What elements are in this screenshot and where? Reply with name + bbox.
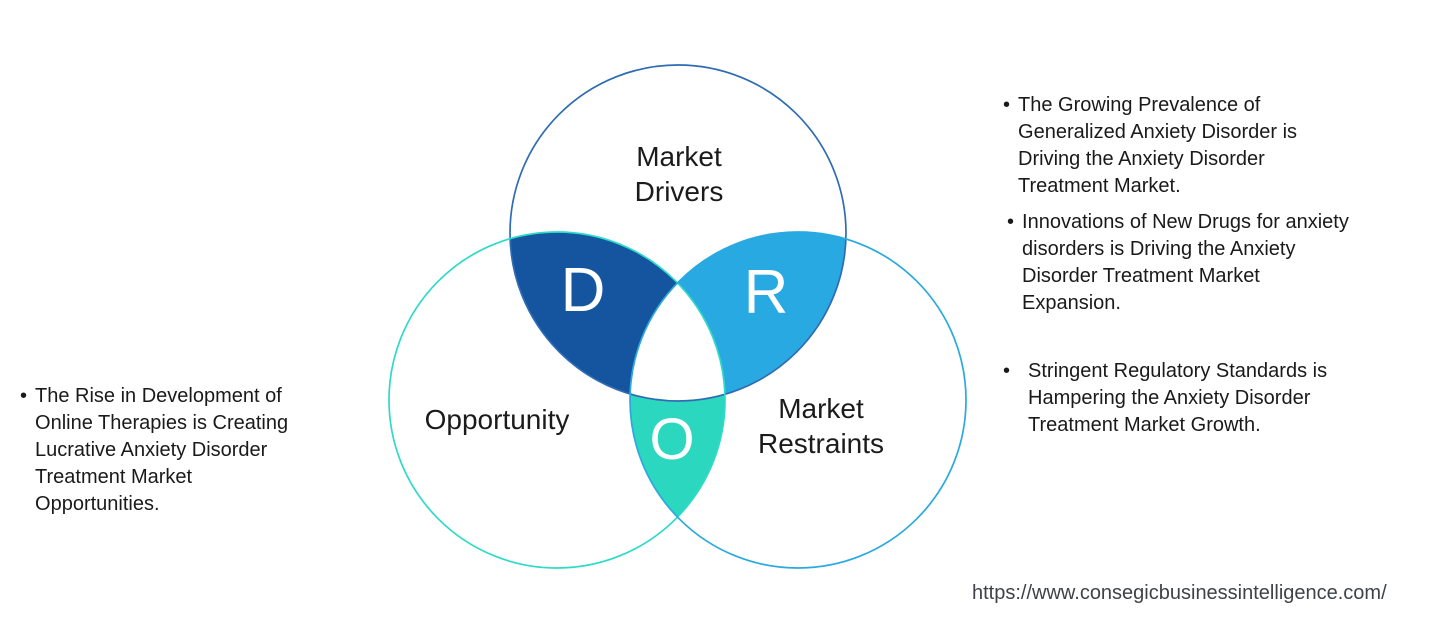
drivers-circle-label: Market Drivers <box>634 141 724 207</box>
restraints-circle-label: Market Restraints <box>757 393 885 459</box>
restraint-note-text: Stringent Regulatory Standards is Hamper… <box>1028 360 1328 436</box>
drivers-lens-letter: D <box>560 256 606 325</box>
source-url: https://www.consegicbusinessintelligence… <box>972 582 1387 604</box>
bullet-icon: • <box>1003 94 1011 116</box>
drivers-circle-outline <box>509 64 847 402</box>
bullet-icon: • <box>1007 211 1015 233</box>
bullet-icon: • <box>1003 360 1011 382</box>
driver-note-2-text: Innovations of New Drugs for anxiety dis… <box>1022 211 1349 314</box>
opportunity-note: • The Rise in Development of Online Ther… <box>20 383 350 518</box>
restraint-note: • Stringent Regulatory Standards is Hamp… <box>1003 358 1443 439</box>
opportunity-circle-label: Opportunity <box>424 404 570 435</box>
driver-note-1: • The Growing Prevalence of Generalized … <box>1003 92 1443 200</box>
driver-note-2: • Innovations of New Drugs for anxiety d… <box>1007 209 1447 317</box>
driver-note-1-text: The Growing Prevalence of Generalized An… <box>1018 94 1298 197</box>
bullet-icon: • <box>20 385 28 407</box>
opportunity-circle-outline <box>388 231 726 569</box>
opportunity-note-text: The Rise in Development of Online Therap… <box>35 385 289 515</box>
restraints-lens-letter: R <box>743 258 789 327</box>
opportunity-lens-letter: O <box>649 407 695 472</box>
restraints-circle-outline <box>629 231 967 569</box>
